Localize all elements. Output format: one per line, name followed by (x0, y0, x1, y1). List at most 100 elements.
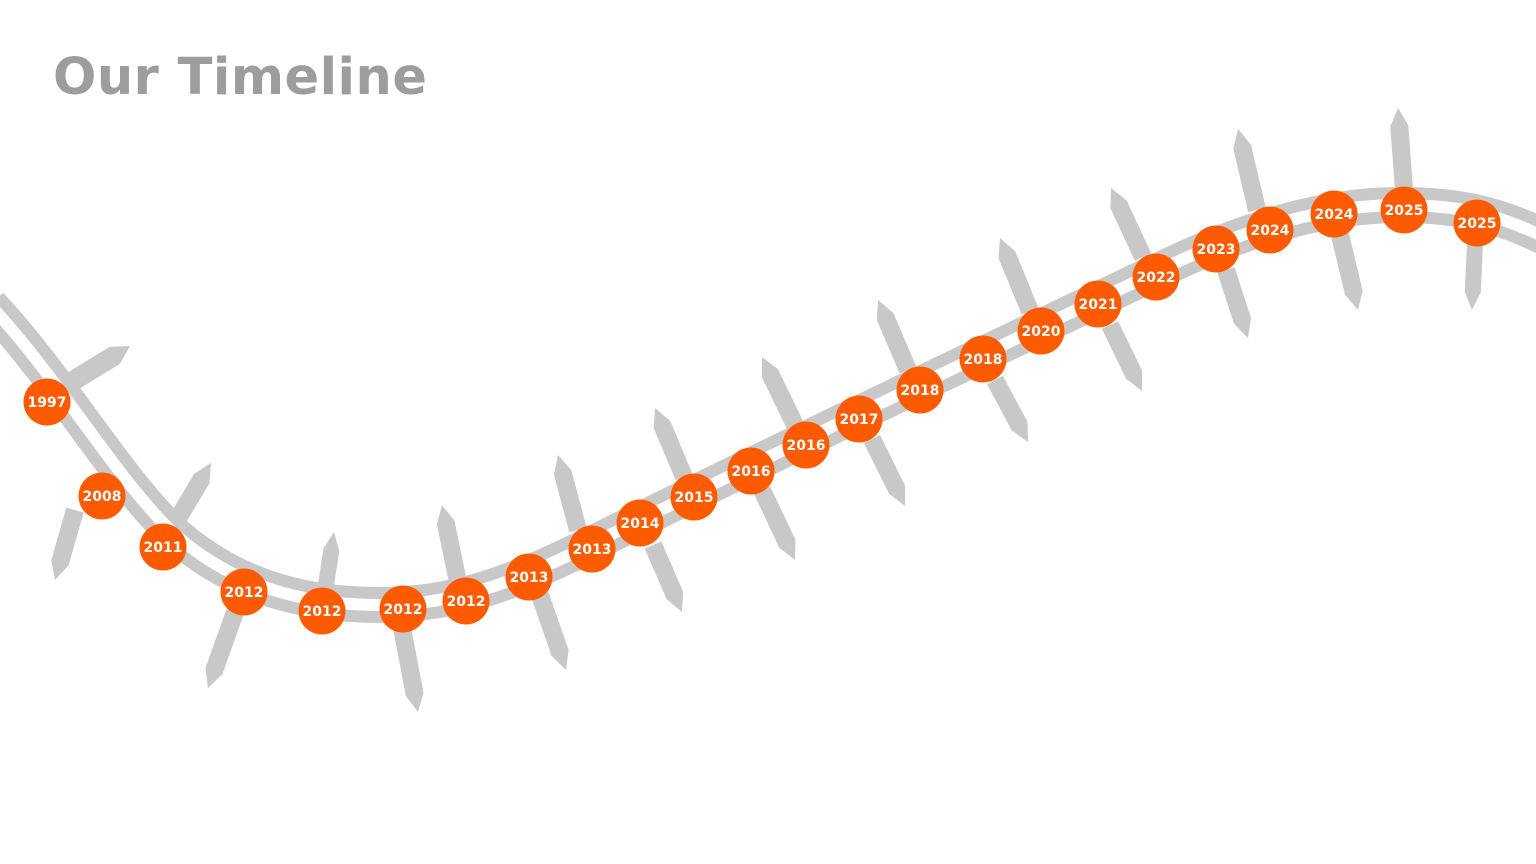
milestone-marker[interactable]: 2013 (568, 525, 616, 573)
timeline-spike (1331, 232, 1363, 310)
milestone-year-label: 2015 (675, 490, 714, 506)
milestone-year-label: 2012 (303, 604, 342, 620)
milestone-dot (139, 523, 187, 571)
timeline-spike (531, 592, 569, 670)
milestone-dot (505, 553, 553, 601)
milestone-year-label: 2018 (964, 352, 1003, 368)
timeline-spike (317, 532, 340, 594)
milestone-marker[interactable]: 2015 (670, 473, 718, 521)
timeline-spike (753, 486, 796, 560)
milestone-dot (379, 585, 427, 633)
milestone-year-label: 2018 (901, 383, 940, 399)
milestone-dot (959, 335, 1007, 383)
timeline-spike (761, 357, 804, 429)
milestone-dot (896, 366, 944, 414)
milestone-year-label: 2025 (1385, 203, 1424, 219)
milestone-dot (23, 378, 71, 426)
timeline-spike (863, 435, 906, 506)
milestone-dot (1453, 199, 1501, 247)
milestone-marker[interactable]: 2012 (220, 568, 268, 616)
page-title: Our Timeline (53, 48, 428, 107)
milestone-dot (442, 577, 490, 625)
milestone-marker[interactable]: 2014 (616, 499, 664, 547)
timeline-spike (1101, 321, 1143, 391)
milestone-year-label: 2012 (447, 594, 486, 610)
milestone-marker[interactable]: 2012 (442, 577, 490, 625)
timeline-spike (1217, 267, 1251, 338)
milestone-marker[interactable]: 2025 (1380, 186, 1428, 234)
milestone-dot (1017, 307, 1065, 355)
timeline-spike (205, 609, 244, 688)
timeline-spike (1110, 188, 1152, 261)
timeline-track (0, 187, 1536, 623)
milestone-marker[interactable]: 2012 (379, 585, 427, 633)
timeline-spike (653, 408, 693, 481)
milestone-marker[interactable]: 2008 (78, 472, 126, 520)
milestone-dot (78, 472, 126, 520)
timeline-spike (393, 626, 424, 712)
milestone-dot (835, 395, 883, 443)
milestone-marker[interactable]: 2016 (782, 421, 830, 469)
milestone-dot (1380, 186, 1428, 234)
milestone-year-label: 2016 (732, 464, 771, 480)
milestone-dot (1310, 190, 1358, 238)
milestone-marker[interactable]: 2022 (1132, 253, 1180, 301)
milestone-marker[interactable]: 2011 (139, 523, 187, 571)
milestone-marker[interactable]: 2016 (727, 447, 775, 495)
milestone-dot (568, 525, 616, 573)
milestone-year-label: 2020 (1022, 324, 1061, 340)
timeline-spike (1464, 242, 1483, 310)
milestone-marker[interactable]: 1997 (23, 378, 71, 426)
milestone-dot (1132, 253, 1180, 301)
milestone-marker[interactable]: 2024 (1246, 206, 1294, 254)
milestone-marker[interactable]: 2023 (1192, 225, 1240, 273)
milestone-marker[interactable]: 2024 (1310, 190, 1358, 238)
timeline-spike (987, 375, 1028, 442)
milestone-year-label: 2022 (1137, 270, 1176, 286)
timeline-spike (1233, 129, 1266, 213)
timeline-spike (876, 300, 917, 374)
timeline-spikes (49, 108, 1483, 712)
milestone-marker[interactable]: 2018 (959, 335, 1007, 383)
milestone-dot (782, 421, 830, 469)
milestone-marker[interactable]: 2018 (896, 366, 944, 414)
timeline-spike (1390, 108, 1413, 191)
milestone-marker[interactable]: 2021 (1074, 280, 1122, 328)
milestone-year-label: 2013 (510, 570, 549, 586)
milestone-year-label: 2024 (1315, 207, 1354, 223)
milestone-year-label: 2024 (1251, 223, 1290, 239)
milestone-dot (1246, 206, 1294, 254)
milestone-marker[interactable]: 2020 (1017, 307, 1065, 355)
milestone-year-label: 1997 (28, 395, 67, 411)
timeline-spike (553, 455, 587, 533)
milestone-marker[interactable]: 2012 (298, 587, 346, 635)
track-band (0, 187, 1536, 623)
milestone-dot (670, 473, 718, 521)
milestone-year-label: 2011 (144, 540, 183, 556)
milestone-year-label: 2025 (1458, 216, 1497, 232)
milestone-year-label: 2008 (83, 489, 122, 505)
milestone-dot (1074, 280, 1122, 328)
milestone-marker[interactable]: 2025 (1453, 199, 1501, 247)
milestone-year-label: 2021 (1079, 297, 1118, 313)
milestone-year-label: 2017 (840, 412, 879, 428)
milestone-year-label: 2016 (787, 438, 826, 454)
milestone-dot (1192, 225, 1240, 273)
timeline-spike (51, 507, 84, 580)
milestone-dot (298, 587, 346, 635)
milestone-dot (727, 447, 775, 495)
milestone-dot (220, 568, 268, 616)
milestone-year-label: 2012 (384, 602, 423, 618)
track-center-line (0, 199, 1536, 611)
milestone-year-label: 2014 (621, 516, 660, 532)
milestone-dot (616, 499, 664, 547)
timeline-spike (998, 238, 1039, 315)
milestone-year-label: 2013 (573, 542, 612, 558)
milestone-marker[interactable]: 2017 (835, 395, 883, 443)
timeline-markers: 1997 2008 2011 2012 2012 2012 2012 2013 2013 2014… (23, 186, 1501, 635)
timeline-spike (436, 505, 467, 584)
timeline-spike (644, 541, 684, 612)
milestone-year-label: 2012 (225, 585, 264, 601)
milestone-marker[interactable]: 2013 (505, 553, 553, 601)
